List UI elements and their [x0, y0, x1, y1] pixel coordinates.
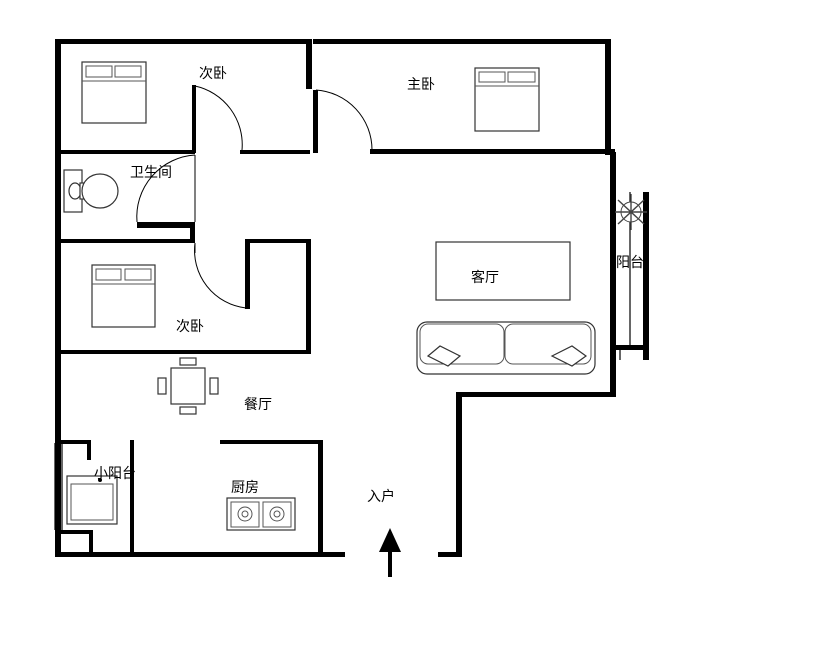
toilet: [63, 169, 119, 213]
label-dining-room: 餐厅: [244, 397, 272, 413]
doors: [136, 85, 373, 309]
bed-master: [474, 67, 540, 132]
laundry-tub: [66, 475, 118, 525]
label-small-balcony: 小阳台: [94, 466, 136, 482]
plant-icon: [615, 194, 647, 230]
dining-table: [157, 357, 219, 415]
sofa: [416, 321, 596, 375]
entrance-arrow-icon: [379, 528, 401, 577]
label-secondary-bedroom-top: 次卧: [199, 66, 227, 82]
stove: [226, 497, 296, 531]
living-room-tv-cabinet: [435, 241, 571, 301]
label-secondary-bedroom-mid: 次卧: [176, 319, 204, 335]
label-kitchen: 厨房: [231, 480, 259, 496]
label-living-room: 客厅: [471, 269, 499, 286]
bed-top-left: [81, 61, 147, 124]
label-master-bedroom: 主卧: [407, 77, 435, 93]
walls: [55, 39, 649, 557]
bed-middle: [91, 264, 156, 328]
label-balcony: 阳台: [616, 255, 644, 271]
label-bathroom: 卫生间: [130, 165, 172, 181]
label-entrance: 入户: [367, 488, 395, 505]
